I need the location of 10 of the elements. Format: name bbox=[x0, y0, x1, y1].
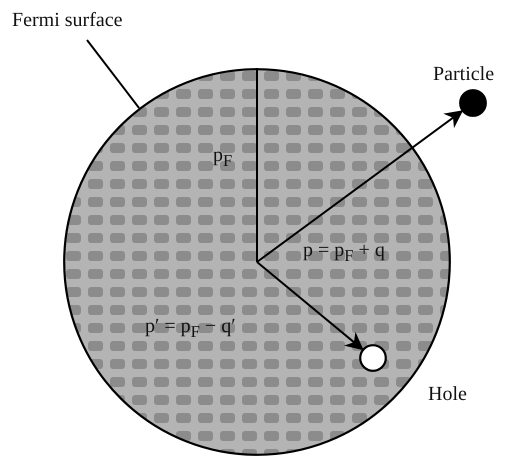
edge-label: p′ = p$_{F}$ − q′ bbox=[145, 316, 236, 341]
edge-label: p = p$_{F}$ + q bbox=[303, 240, 385, 265]
edge-label: p$_{F}$ bbox=[213, 145, 232, 170]
particle-dot bbox=[459, 89, 487, 117]
arrow bbox=[256, 261, 364, 350]
caption-label: Particle bbox=[433, 64, 494, 84]
arrow bbox=[256, 110, 464, 263]
caption-label: Hole bbox=[428, 384, 467, 404]
callout-label: Fermi surface bbox=[12, 10, 123, 30]
leader-line bbox=[86, 39, 140, 109]
